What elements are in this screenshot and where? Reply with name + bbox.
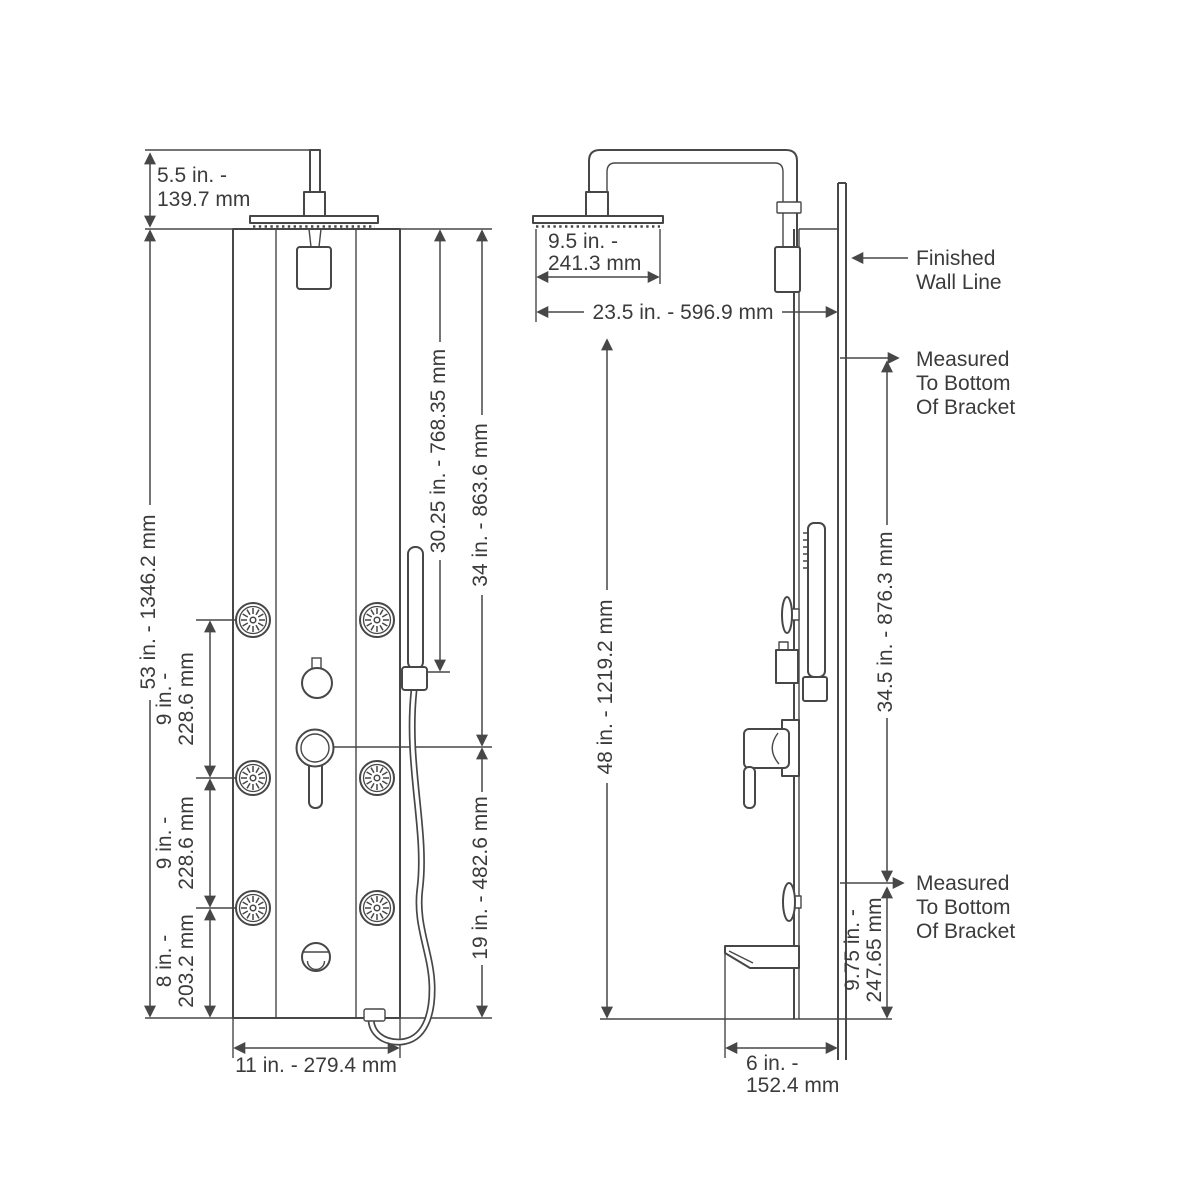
wand-holder-side [802, 676, 828, 702]
shower-arm-inner-side [606, 162, 784, 247]
body-jet [359, 890, 395, 926]
shower-arm-outer-side [588, 149, 798, 247]
arm-connector-side [585, 191, 609, 218]
handheld-hose-inner [369, 689, 434, 1044]
label-bracket-lower-l2: To Bottom [916, 896, 1011, 919]
dim-jet-to-bottom-l2: 203.2 mm [175, 914, 198, 1007]
body-jet [359, 602, 395, 638]
dim-head-height-l2: 139.7 mm [157, 188, 250, 211]
valve-trim-inner-front [300, 733, 330, 763]
label-bracket-upper-l3: Of Bracket [916, 396, 1015, 419]
body-jet [359, 760, 395, 796]
dim-spout-reach-l1: 6 in. - [746, 1052, 799, 1075]
dim-spout-reach-l2: 152.4 mm [746, 1074, 839, 1097]
dim-panel-height: 48 in. - 1219.2 mm [594, 599, 617, 774]
dim-wall-to-head: 23.5 in. - 596.9 mm [593, 301, 774, 324]
label-bracket-lower-l3: Of Bracket [916, 920, 1015, 943]
supply-box-front [296, 246, 332, 290]
label-finished-wall-l1: Finished [916, 247, 995, 270]
dim-valve-to-bottom: 19 in. - 482.6 mm [469, 796, 492, 959]
dim-bracket-span: 34.5 in. - 876.3 mm [874, 532, 897, 713]
panel-outline-front [232, 228, 401, 1019]
dim-head-width-l2: 241.3 mm [548, 252, 641, 275]
supply-escutcheon-side [774, 246, 801, 293]
dim-jet-spacing-upper-l2: 228.6 mm [175, 652, 198, 745]
handheld-wand-front [407, 546, 424, 670]
body-jet [235, 760, 271, 796]
rain-head-plate-front [249, 215, 379, 224]
valve-body-curve [771, 732, 780, 765]
body-jet [235, 602, 271, 638]
body-jet [235, 890, 271, 926]
side-view [532, 149, 892, 1060]
label-bracket-upper-l1: Measured [916, 348, 1009, 371]
wand-holder-front [401, 666, 428, 691]
dock-box-side [775, 649, 799, 684]
front-dimensions: 5.5 in. - 139.7 mm 53 in. - 1346.2 mm 9 … [137, 152, 492, 1077]
dim-jet-spacing-lower-l1: 9 in. - [153, 817, 176, 870]
dim-top-to-wand: 30.25 in. - 768.35 mm [427, 349, 450, 553]
dim-panel-width: 11 in. - 279.4 mm [235, 1054, 397, 1077]
diverter-knob-side [781, 596, 793, 634]
label-finished-wall-l2: Wall Line [916, 271, 1002, 294]
valve-trim-front [295, 728, 335, 768]
dim-jet-to-bottom-l1: 8 in. - [153, 935, 176, 988]
tub-spout-lip [728, 950, 754, 964]
handheld-wand-side [807, 522, 826, 678]
valve-lever-front [308, 760, 323, 809]
rain-head-plate-side [532, 215, 664, 224]
dim-jet-spacing-upper-l1: 9 in. - [153, 673, 176, 726]
front-view [145, 149, 492, 1058]
arm-nut-side [776, 201, 802, 214]
dim-head-width-l1: 9.5 in. - [548, 230, 618, 253]
temperature-knob-side [782, 882, 796, 922]
dim-bracket-to-bottom-l2: 247.65 mm [863, 897, 886, 1002]
side-dimensions: 9.5 in. - 241.3 mm 23.5 in. - 596.9 mm 4… [535, 229, 1015, 1097]
shower-arm-collar-front [303, 191, 326, 217]
tub-spout-side [724, 945, 800, 969]
temperature-knob-front [301, 942, 331, 972]
wand-spray-face-ticks [803, 532, 809, 569]
dim-bracket-to-bottom-l1: 9.75 in. - [841, 909, 864, 991]
valve-body-side [743, 728, 790, 769]
shower-arm-front [309, 149, 321, 193]
diverter-knob-front [301, 667, 333, 699]
temperature-knob-detail [302, 951, 330, 971]
label-bracket-lower-l1: Measured [916, 872, 1009, 895]
label-bracket-upper-l2: To Bottom [916, 372, 1011, 395]
dim-total-height: 53 in. - 1346.2 mm [137, 514, 160, 689]
valve-lever-side [743, 766, 756, 809]
supply-funnel [308, 228, 322, 248]
dim-top-to-valve: 34 in. - 863.6 mm [469, 423, 492, 586]
hose-connector [363, 1008, 386, 1022]
dim-head-height-l1: 5.5 in. - [157, 164, 227, 187]
dim-jet-spacing-lower-l2: 228.6 mm [175, 796, 198, 889]
